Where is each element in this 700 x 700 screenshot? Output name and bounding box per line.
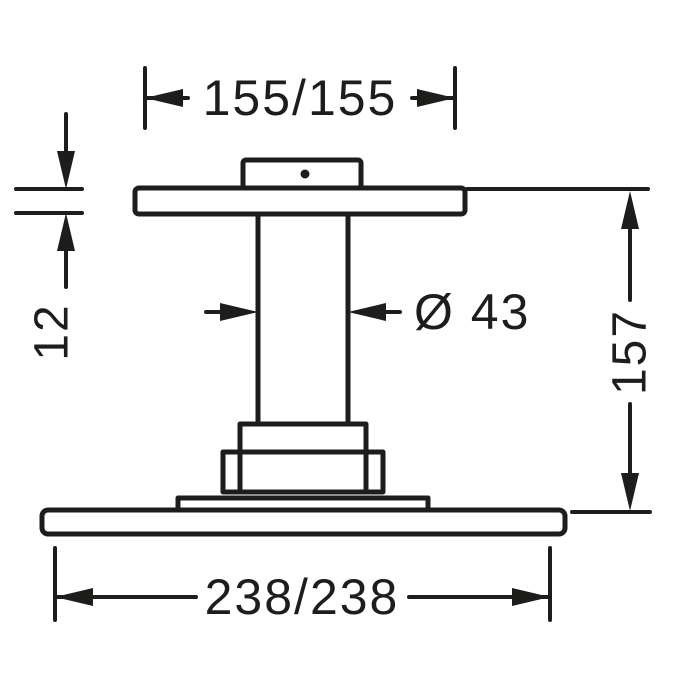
dimension-pipe-diameter: Ø 43 bbox=[204, 284, 530, 340]
screw-dot-icon bbox=[300, 169, 310, 179]
arrow-right-icon bbox=[512, 588, 550, 606]
pipe-collar-upper bbox=[237, 421, 369, 455]
spray-plate bbox=[39, 507, 568, 537]
dimension-label-plate-thickness: 12 bbox=[26, 303, 79, 360]
arrow-down-icon bbox=[621, 473, 639, 511]
dimension-height: 157 bbox=[570, 191, 657, 514]
dimension-label-height: 157 bbox=[604, 309, 657, 395]
arrow-down-icon bbox=[57, 151, 75, 189]
dimension-label-pipe-diameter: Ø 43 bbox=[414, 284, 530, 340]
dimension-bottom-width: 238/238 bbox=[53, 546, 552, 625]
arrow-left-icon bbox=[145, 89, 183, 107]
pipe-collar-lower bbox=[220, 449, 386, 495]
arrow-up-icon bbox=[621, 191, 639, 229]
arrow-left-icon bbox=[55, 588, 93, 606]
ceiling-plate bbox=[132, 185, 468, 217]
arrow-right-icon bbox=[220, 303, 258, 321]
arrow-left-icon bbox=[348, 303, 386, 321]
dimension-label-top-width: 155/155 bbox=[203, 70, 398, 126]
arrow-up-icon bbox=[57, 213, 75, 251]
product-outline bbox=[39, 157, 650, 537]
dimension-label-bottom-width: 238/238 bbox=[205, 569, 400, 625]
arrow-right-icon bbox=[417, 89, 455, 107]
dimension-plate-thickness: 12 bbox=[14, 112, 84, 361]
dimension-top-width: 155/155 bbox=[143, 66, 457, 130]
